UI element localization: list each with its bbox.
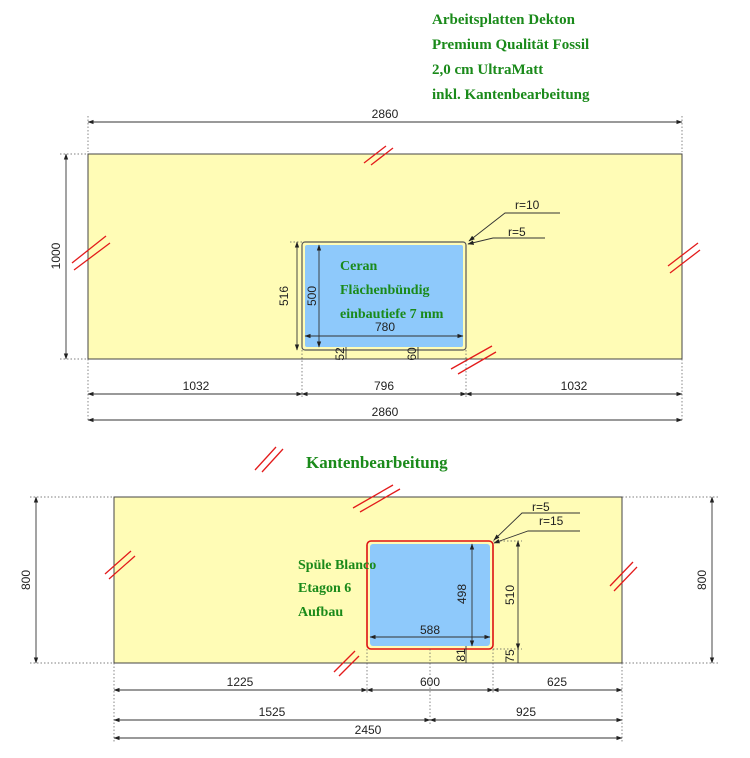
- section-title: Kantenbearbeitung: [306, 453, 448, 472]
- top-offset-left-value: 1032: [183, 379, 210, 393]
- header-line-1: Arbeitsplatten Dekton: [432, 12, 576, 28]
- sink-label-1: Spüle Blanco: [298, 558, 376, 573]
- header-block: Arbeitsplatten Dekton Premium Qualität F…: [432, 12, 590, 103]
- header-line-4: inkl. Kantenbearbeitung: [432, 87, 590, 103]
- cooktop-cutout: [305, 245, 463, 347]
- edge-marker-right-2: [609, 561, 638, 592]
- bottom-countertop: [113, 496, 623, 664]
- bottom-axis-left-value: 1525: [259, 705, 286, 719]
- bottom-offset-right-value: 625: [547, 675, 567, 689]
- cooktop-label-1: Ceran: [340, 259, 378, 274]
- cooktop-gap-right-value: 60: [405, 347, 419, 361]
- bottom-axis-right-value: 925: [516, 705, 536, 719]
- sink-radius-b: r=15: [539, 514, 564, 528]
- cooktop-outer-edge: [301, 241, 467, 351]
- sink-label-3: Aufbau: [298, 605, 343, 620]
- top-width-bottom-value: 2860: [372, 405, 399, 419]
- top-depth-value: 1000: [49, 242, 63, 269]
- edge-marker-top-2: [352, 484, 401, 513]
- sink-radius-a: r=5: [532, 500, 550, 514]
- cooktop-inner-depth-value: 500: [305, 286, 319, 306]
- cooktop-inner-width-value: 780: [375, 320, 395, 334]
- edge-marker-right-1: [667, 242, 701, 274]
- cooktop-radius-outer: r=10: [515, 198, 540, 212]
- top-slab-drawing: 2860 1000 Ceran Flächenbündig einbautief…: [49, 107, 701, 423]
- bottom-slab-drawing: 800 800 Spüle Blanco Etagon 6 Aufbau 588…: [19, 484, 718, 742]
- sink-gap-a-value: 81: [454, 648, 468, 662]
- edge-marker-left-2: [104, 550, 136, 580]
- sink-label-2: Etagon 6: [298, 581, 351, 596]
- bottom-overall-width-value: 2450: [355, 723, 382, 737]
- sink-outer-depth-value: 510: [503, 585, 517, 605]
- header-line-3: 2,0 cm UltraMatt: [432, 62, 543, 78]
- edge-marker-bottom-1: [450, 345, 497, 375]
- header-line-2: Premium Qualität Fossil: [432, 37, 589, 53]
- bottom-depth-left-value: 800: [19, 570, 33, 590]
- sink-inner-depth-value: 498: [455, 584, 469, 604]
- cooktop-radius-inner: r=5: [508, 225, 526, 239]
- bottom-offset-left-value: 1225: [227, 675, 254, 689]
- edge-marker-bottom-2: [333, 650, 360, 677]
- edge-marker-top-1: [363, 145, 394, 166]
- cooktop-outer-depth-value: 516: [277, 286, 291, 306]
- top-width-top-value: 2860: [372, 107, 399, 121]
- sink-inner-width-value: 588: [420, 623, 440, 637]
- bottom-depth-right-value: 800: [695, 570, 709, 590]
- edge-marker-legend: [254, 446, 284, 473]
- cooktop-label-2: Flächenbündig: [340, 283, 429, 298]
- top-cutout-width-value: 796: [374, 379, 394, 393]
- top-offset-right-value: 1032: [561, 379, 588, 393]
- sink-gap-b-value: 75: [503, 649, 517, 663]
- bottom-cutout-width-value: 600: [420, 675, 440, 689]
- edge-marker-left-1: [71, 235, 111, 271]
- cooktop-gap-left-value: 52: [333, 347, 347, 361]
- cooktop-label-3: einbautiefe 7 mm: [340, 307, 444, 322]
- sink-cutout: [370, 544, 490, 646]
